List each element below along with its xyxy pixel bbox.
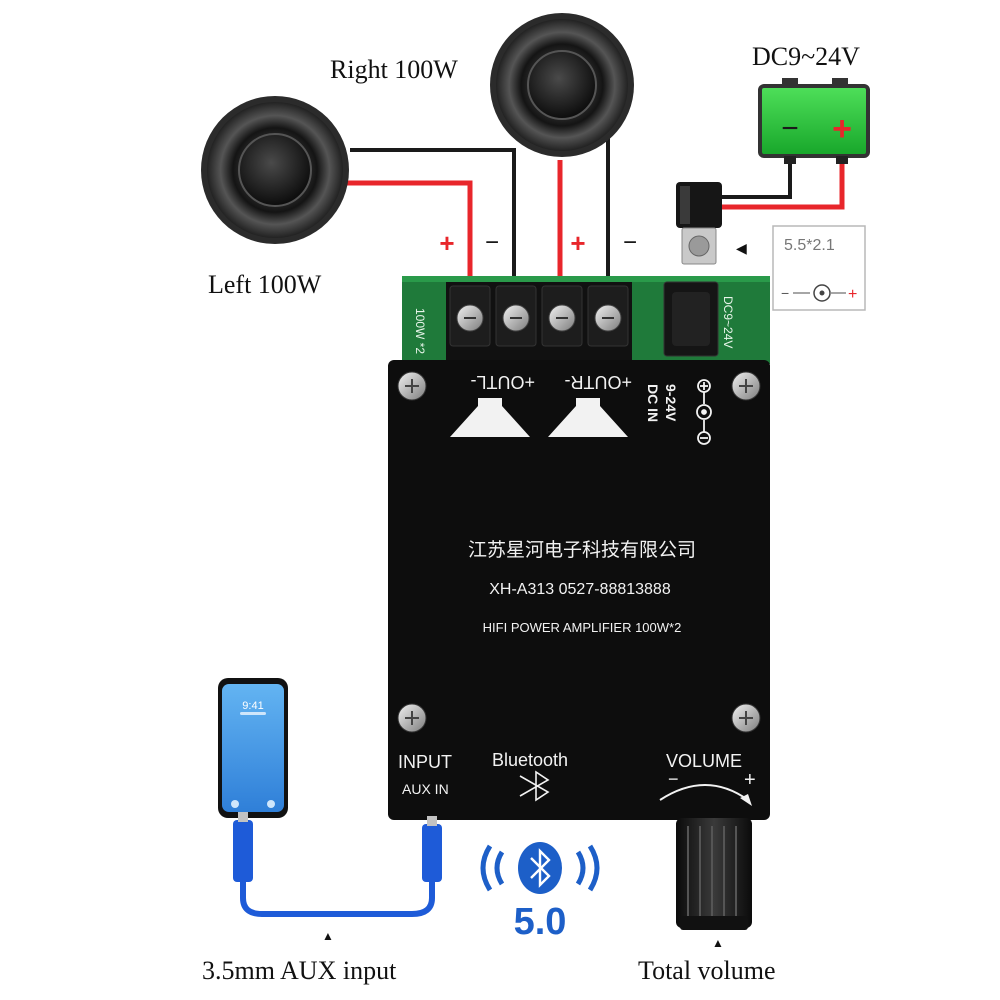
- corner-screws: [397, 371, 761, 733]
- barrel-plus: +: [848, 286, 857, 303]
- aux-in-label: AUX IN: [402, 781, 449, 797]
- left-red-wire: [340, 180, 473, 318]
- power-black-wire: [722, 160, 792, 199]
- barrel-minus: −: [781, 285, 789, 301]
- company-name: 江苏星河电子科技有限公司: [468, 539, 696, 561]
- speaker-terminal-block: [446, 282, 632, 360]
- speaker-icon-left: [450, 398, 530, 437]
- aux-cable: [233, 812, 442, 917]
- amplifier-board: 100W *2 DC9~24V: [388, 276, 770, 820]
- phone-time: 9:41: [242, 700, 263, 712]
- left-black-wire: [350, 148, 516, 318]
- volume-arc-arrow: [659, 784, 749, 801]
- bluetooth-badge: 5.0: [480, 842, 600, 943]
- model-number: XH-A313 0527-88813888: [489, 581, 671, 598]
- volume-label: VOLUME: [666, 751, 742, 771]
- bluetooth-icon: [530, 848, 551, 888]
- right-speaker-label: Right 100W: [330, 55, 458, 84]
- arrow-up-icon: ▲: [712, 936, 724, 950]
- bluetooth-symbol-icon: [519, 770, 550, 802]
- power-supply-label: DC9~24V: [752, 42, 860, 71]
- pcb-right-text: DC9~24V: [721, 296, 735, 348]
- left-speaker-label: Left 100W: [208, 270, 322, 299]
- barrel-spec-box: 5.5*2.1 − +: [772, 225, 866, 311]
- right-minus-mark: −: [623, 229, 637, 256]
- dc-range-label: 9-24V: [663, 384, 679, 422]
- aux-input-label: 3.5mm AUX input: [202, 956, 397, 985]
- battery-icon: − +: [758, 78, 870, 164]
- speaker-icon-right: [548, 398, 628, 437]
- out-right-label: +OUTR-: [564, 372, 632, 392]
- pcb-left-text: 100W *2: [413, 308, 427, 354]
- aux-plug-left: [233, 820, 253, 882]
- input-label: INPUT: [398, 752, 452, 772]
- power-red-wire: [722, 160, 845, 210]
- bluetooth-version: 5.0: [514, 901, 567, 943]
- right-plus-mark: +: [570, 228, 585, 258]
- right-speaker: [490, 13, 634, 157]
- power-wires: [722, 160, 845, 210]
- product-name: HIFI POWER AMPLIFIER 100W*2: [483, 620, 682, 635]
- barrel-spec-label: 5.5*2.1: [784, 237, 835, 254]
- out-left-label: +OUTL-: [470, 372, 535, 392]
- left-plus-mark: +: [439, 228, 454, 258]
- arrow-left-icon: ◀: [736, 240, 747, 256]
- smartphone: 9:41: [218, 678, 288, 818]
- battery-minus: −: [781, 112, 799, 145]
- total-volume-label: Total volume: [638, 956, 776, 985]
- dc-polarity-icon: [696, 379, 712, 445]
- dc-in-label: DC IN: [645, 384, 661, 422]
- bluetooth-label: Bluetooth: [492, 750, 568, 770]
- volume-plus: +: [744, 769, 756, 791]
- battery-plus: +: [832, 110, 852, 148]
- dc-barrel-plug: [676, 182, 722, 265]
- volume-knob[interactable]: [676, 818, 752, 930]
- board-enclosure: [388, 360, 770, 820]
- aux-plug-right: [422, 824, 442, 882]
- volume-minus: −: [668, 769, 679, 789]
- arrow-up-aux-icon: ▲: [322, 929, 334, 943]
- left-speaker: [201, 96, 349, 244]
- left-minus-mark: −: [485, 229, 499, 256]
